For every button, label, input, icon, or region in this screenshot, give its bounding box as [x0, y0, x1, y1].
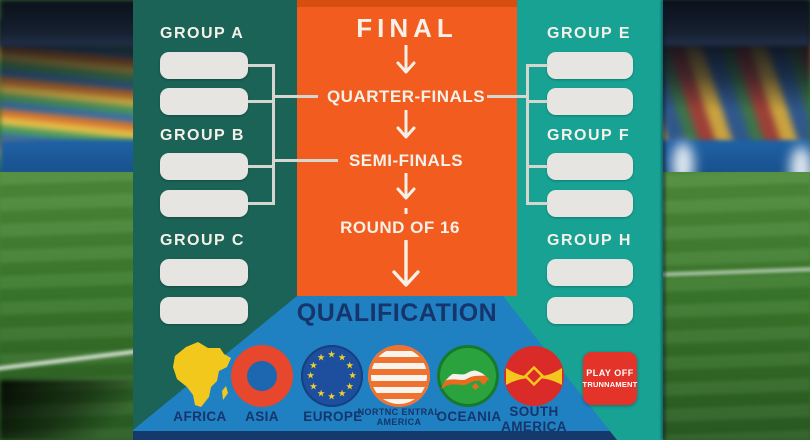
- group-b-label: GROUP B: [160, 127, 245, 144]
- nca-label-line1: NORTNC ENTRAL: [357, 407, 441, 417]
- down-arrow-icon: [392, 240, 420, 287]
- board-edge-shadow: [661, 0, 666, 440]
- quarter-finals-label: QUARTER-FINALS: [326, 87, 486, 106]
- oceania-wave-icon[interactable]: [437, 345, 499, 407]
- oceania-label: OCEANIA: [436, 409, 502, 424]
- eu-star-icon: ★: [346, 381, 354, 391]
- bracket-line: [272, 95, 318, 98]
- group-e-label: GROUP E: [547, 25, 631, 42]
- team-slot-b1[interactable]: [160, 153, 248, 180]
- team-slot-e2[interactable]: [547, 88, 633, 115]
- bracket-line: [248, 165, 275, 168]
- playoff-tournament-button[interactable]: PLAY OFF TRUNNAMENT: [583, 352, 637, 405]
- asia-ring-center: [247, 361, 277, 391]
- south-america-label: SOUTH AMERICA: [501, 404, 567, 434]
- bracket-line: [248, 64, 275, 67]
- bottom-navy-strip: [133, 431, 663, 440]
- eu-star-icon: ★: [346, 360, 354, 370]
- eu-star-icon: ★: [338, 389, 346, 399]
- playoff-button-line2: TRUNNAMENT: [582, 380, 638, 389]
- bracket-line: [248, 202, 275, 205]
- eu-star-icon: ★: [328, 350, 336, 359]
- south-america-label-line2: AMERICA: [501, 419, 567, 434]
- corner-shadow: [0, 380, 150, 440]
- group-c-label: GROUP C: [160, 232, 245, 249]
- asia-ring-icon[interactable]: [231, 345, 293, 407]
- arrow-dash: [404, 208, 408, 214]
- down-arrow-icon: [396, 173, 416, 200]
- down-arrow-icon: [396, 45, 416, 74]
- europe-stars-icon[interactable]: ★★★★★★★★★★★★: [301, 345, 363, 407]
- group-f-label: GROUP F: [547, 127, 631, 144]
- bracket-line: [248, 100, 275, 103]
- eu-star-icon: ★: [317, 352, 325, 362]
- group-a-label: GROUP A: [160, 25, 245, 42]
- down-arrow-icon: [396, 110, 416, 139]
- asia-label: ASIA: [245, 409, 279, 424]
- team-slot-a2[interactable]: [160, 88, 248, 115]
- bracket-line: [526, 64, 548, 67]
- bracket-line: [487, 95, 529, 98]
- semi-finals-label: SEMI-FINALS: [348, 151, 464, 170]
- round-of-16-label: ROUND OF 16: [340, 218, 460, 237]
- eu-star-icon: ★: [309, 381, 317, 391]
- team-slot-e1[interactable]: [547, 52, 633, 79]
- eu-star-icon: ★: [307, 371, 315, 380]
- nca-label-line2: AMERICA: [376, 417, 422, 427]
- bracket-line: [526, 64, 529, 205]
- eu-star-icon: ★: [328, 392, 336, 401]
- team-slot-c2[interactable]: [160, 297, 248, 324]
- team-slot-f2[interactable]: [547, 190, 633, 217]
- africa-label: AFRICA: [173, 409, 227, 424]
- eu-star-icon: ★: [349, 371, 357, 380]
- north-central-america-label: NORTNC ENTRAL AMERICA: [358, 407, 441, 427]
- eu-star-icon: ★: [338, 352, 346, 362]
- africa-continent-icon[interactable]: [167, 340, 233, 410]
- europe-label: EUROPE: [303, 409, 363, 424]
- bracket-line: [526, 165, 548, 168]
- south-america-label-line1: SOUTH: [509, 404, 559, 419]
- team-slot-h2[interactable]: [547, 297, 633, 324]
- team-slot-b2[interactable]: [160, 190, 248, 217]
- south-america-band-icon[interactable]: [503, 345, 565, 407]
- eu-star-icon: ★: [317, 389, 325, 399]
- north-central-america-stripes-icon[interactable]: [368, 345, 430, 407]
- team-slot-a1[interactable]: [160, 52, 248, 79]
- bracket-line: [526, 202, 548, 205]
- qualification-title: QUALIFICATION: [296, 299, 498, 327]
- team-slot-f1[interactable]: [547, 153, 633, 180]
- bracket-line: [526, 100, 548, 103]
- team-slot-c1[interactable]: [160, 259, 248, 286]
- group-h-label: GROUP H: [547, 232, 632, 249]
- eu-star-icon: ★: [309, 360, 317, 370]
- bracket-line: [272, 64, 275, 205]
- playoff-button-line1: PLAY OFF: [586, 368, 634, 378]
- bracket-line: [272, 159, 338, 162]
- team-slot-h1[interactable]: [547, 259, 633, 286]
- final-label: FINAL: [356, 13, 458, 43]
